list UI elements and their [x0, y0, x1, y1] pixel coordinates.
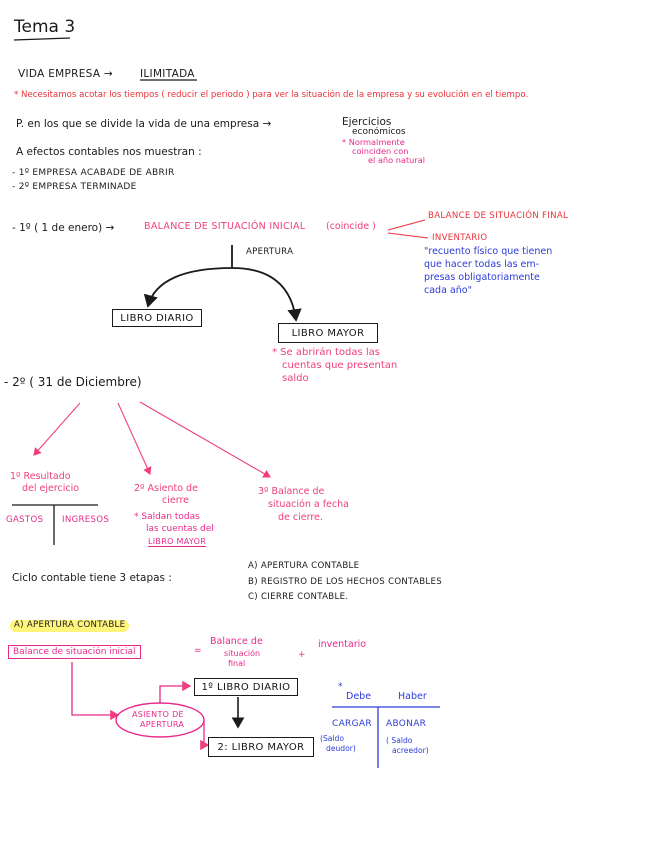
balance-final-label: BALANCE DE SITUACIÓN FINAL — [428, 211, 569, 221]
saldo-acreedor-1: ( Saldo — [386, 736, 413, 745]
intro-note: * Necesitamos acotar los tiempos ( reduc… — [14, 90, 529, 100]
balance-cierre-label-2: situación a fecha — [268, 499, 349, 510]
apertura-arrow-left — [143, 267, 233, 308]
t-account-star: * — [338, 682, 343, 692]
balance-final-1: Balance de — [210, 636, 263, 647]
coincide-label: (coincide ) — [326, 221, 376, 232]
balance-final-3: final — [228, 659, 246, 668]
balance-final-2: situación — [224, 649, 261, 658]
inventario-quote-4: cada año" — [424, 285, 472, 296]
periodos-note-2: coinciden con — [352, 146, 409, 156]
libro-diario-box: LIBRO DIARIO — [112, 309, 202, 327]
libro-diario-box-2: 1º LIBRO DIARIO — [194, 678, 298, 696]
asiento-note-2: las cuentas del — [146, 524, 214, 534]
title-underline — [13, 37, 71, 41]
cargar-label: CARGAR — [332, 719, 372, 729]
page-title: Tema 3 — [14, 17, 76, 37]
asiento-cierre-label-1: 2º Asiento de — [134, 483, 198, 494]
mayor-note-2: cuentas que presentan — [282, 360, 398, 371]
ciclo-label: Ciclo contable tiene 3 etapas : — [12, 572, 172, 584]
mayor-note-3: saldo — [282, 373, 309, 384]
t-account-debe: Debe — [346, 691, 372, 702]
apertura-heading: A) APERTURA CONTABLE — [10, 620, 130, 632]
periodos-note-1: * Normalmente — [342, 137, 405, 147]
mayor-note-1: * Se abrirán todas las — [272, 347, 380, 358]
enero-label: - 1º ( 1 de enero) → — [12, 222, 115, 234]
apertura-label: APERTURA — [246, 247, 294, 257]
saldo-deudor-2: deudor) — [326, 744, 356, 753]
ciclo-etapa-a: A) APERTURA CONTABLE — [248, 561, 360, 571]
asiento-note-3: LIBRO MAYOR — [148, 537, 207, 548]
apertura-arrow-right — [231, 267, 302, 322]
vida-empresa-label: VIDA EMPRESA → — [18, 68, 114, 80]
diciembre-label: - 2º ( 31 de Diciembre) — [4, 375, 142, 389]
asiento-apertura-1: ASIENTO DE — [132, 710, 184, 719]
ingresos-label: INGRESOS — [62, 515, 110, 525]
resultado-label-2: del ejercicio — [22, 483, 80, 494]
asiento-note-1: * Saldan todas — [134, 512, 200, 522]
saldo-acreedor-2: acreedor) — [392, 746, 429, 755]
economicos-label: económicos — [352, 127, 406, 137]
inventario-quote-2: que hacer todas las em- — [424, 259, 540, 270]
t-account-haber: Haber — [398, 691, 427, 702]
libro-mayor-box-2: 2: LIBRO MAYOR — [208, 737, 314, 757]
equals-sign: = — [194, 646, 202, 656]
saldo-deudor-1: (Saldo — [320, 734, 345, 743]
balance-cierre-label-1: 3º Balance de — [258, 486, 325, 497]
asiento-cierre-label-2: cierre — [162, 495, 189, 506]
ilimitada-label: ILIMITADA — [140, 68, 195, 80]
libro-mayor-box: LIBRO MAYOR — [278, 323, 378, 343]
inventario-label: INVENTARIO — [432, 233, 488, 243]
abonar-label: ABONAR — [386, 719, 427, 729]
efectos-heading: A efectos contables nos muestran : — [16, 146, 202, 158]
balance-cierre-label-3: de cierre. — [278, 512, 323, 523]
ejercicios-label: Ejercicios — [342, 116, 392, 128]
balance-inicial-box: Balance de situación inicial — [8, 645, 141, 660]
inventario-quote-1: "recuento físico que tienen — [424, 246, 553, 257]
periodos-question: P. en los que se divide la vida de una e… — [16, 118, 272, 130]
resultado-label-1: 1º Resultado — [10, 471, 71, 482]
balance-inicial-label: BALANCE DE SITUACIÓN INICIAL — [144, 221, 306, 232]
gastos-label: GASTOS — [6, 515, 44, 525]
efectos-item-2: - 2º EMPRESA TERMINADE — [12, 182, 137, 192]
periodos-note-3: el año natural — [368, 155, 425, 165]
inventario-quote-3: presas obligatoriamente — [424, 272, 540, 283]
plus-sign: + — [298, 650, 306, 660]
ciclo-etapa-b: B) REGISTRO DE LOS HECHOS CONTABLES — [248, 577, 442, 587]
ciclo-etapa-c: C) CIERRE CONTABLE. — [248, 592, 349, 602]
efectos-item-1: - 1º EMPRESA ACABADE DE ABRIR — [12, 168, 175, 178]
inventario-sum-label: inventario — [318, 639, 367, 650]
asiento-apertura-2: APERTURA — [140, 720, 185, 729]
